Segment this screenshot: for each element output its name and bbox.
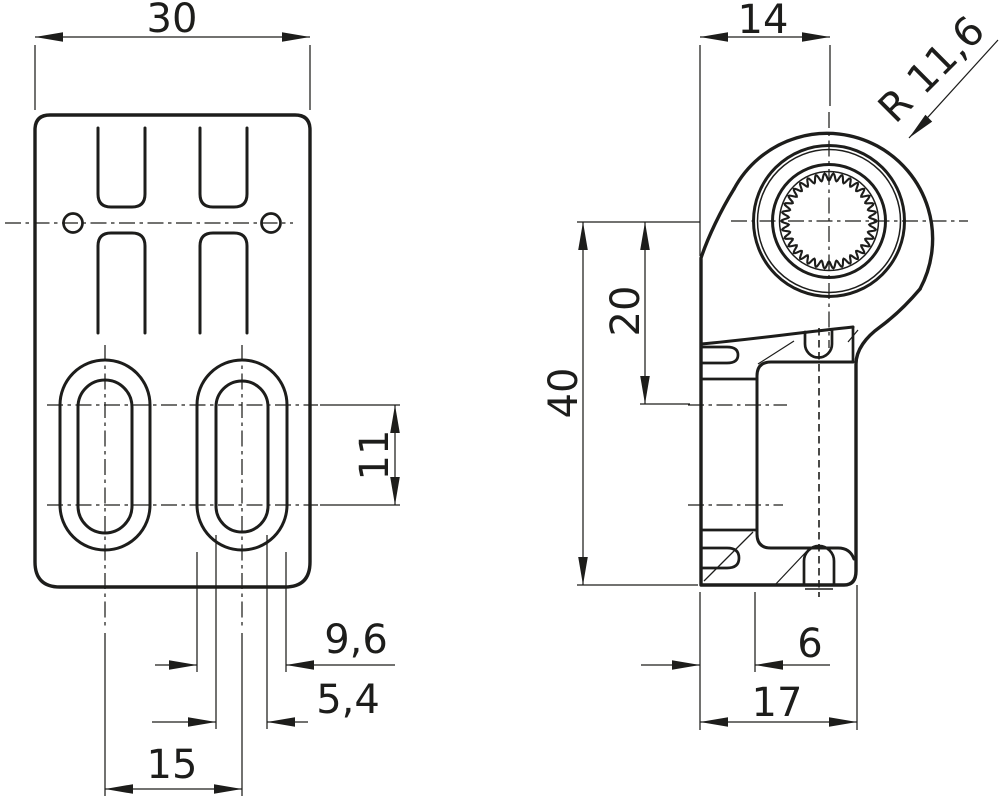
flange-notch-upper	[699, 345, 740, 365]
dim-head-radius: R 11,6	[870, 8, 999, 142]
dim-label: 15	[147, 742, 198, 788]
dim-head-depth: 14	[699, 0, 831, 256]
dim-slot-arc-spacing: 11	[320, 404, 400, 506]
dim-flange-depth: 6	[641, 592, 830, 730]
boss-outline	[755, 360, 856, 561]
dim-slot-center-distance: 15	[104, 633, 243, 796]
upper-slot-left	[96, 126, 147, 209]
flange-notch-lower	[699, 546, 741, 570]
hatch-lower-mid	[773, 550, 808, 587]
bottom-slot-end	[802, 544, 836, 587]
body-outline	[699, 187, 922, 587]
dim-label: 11	[352, 430, 398, 481]
dim-slot-outer-width: 9,6	[155, 552, 395, 672]
dim-label: 40	[541, 368, 587, 419]
dim-label: 5,4	[316, 677, 380, 723]
top-face-curve	[699, 325, 855, 346]
dim-slot-inner-width: 5,4	[152, 535, 380, 729]
dim-label: 17	[752, 680, 803, 726]
hatch-lower-left	[703, 531, 754, 582]
dim-label: 30	[147, 0, 198, 42]
dim-label: 9,6	[324, 617, 388, 663]
dim-label: 14	[738, 0, 789, 43]
lower-slot-right	[198, 231, 249, 335]
dim-plate-width: 30	[34, 0, 311, 110]
oval-slot-left-outer	[58, 358, 152, 552]
plate-outline	[33, 113, 312, 589]
dim-label: 20	[603, 286, 649, 337]
upper-slot-right	[198, 126, 249, 209]
dim-label: 6	[797, 621, 822, 667]
hatch-upper-left	[757, 340, 795, 365]
lower-slot-left	[96, 231, 147, 335]
dim-upper-height: 20	[603, 222, 690, 405]
dim-overall-depth: 17	[700, 585, 858, 730]
oval-slot-left-inner	[76, 378, 134, 535]
side-view	[688, 112, 968, 597]
front-view	[5, 113, 318, 630]
head-outer-circle	[732, 131, 935, 291]
oval-slot-right-inner	[214, 379, 270, 534]
hatch-upper-right	[847, 329, 859, 343]
dim-overall-height: 40	[541, 221, 700, 586]
